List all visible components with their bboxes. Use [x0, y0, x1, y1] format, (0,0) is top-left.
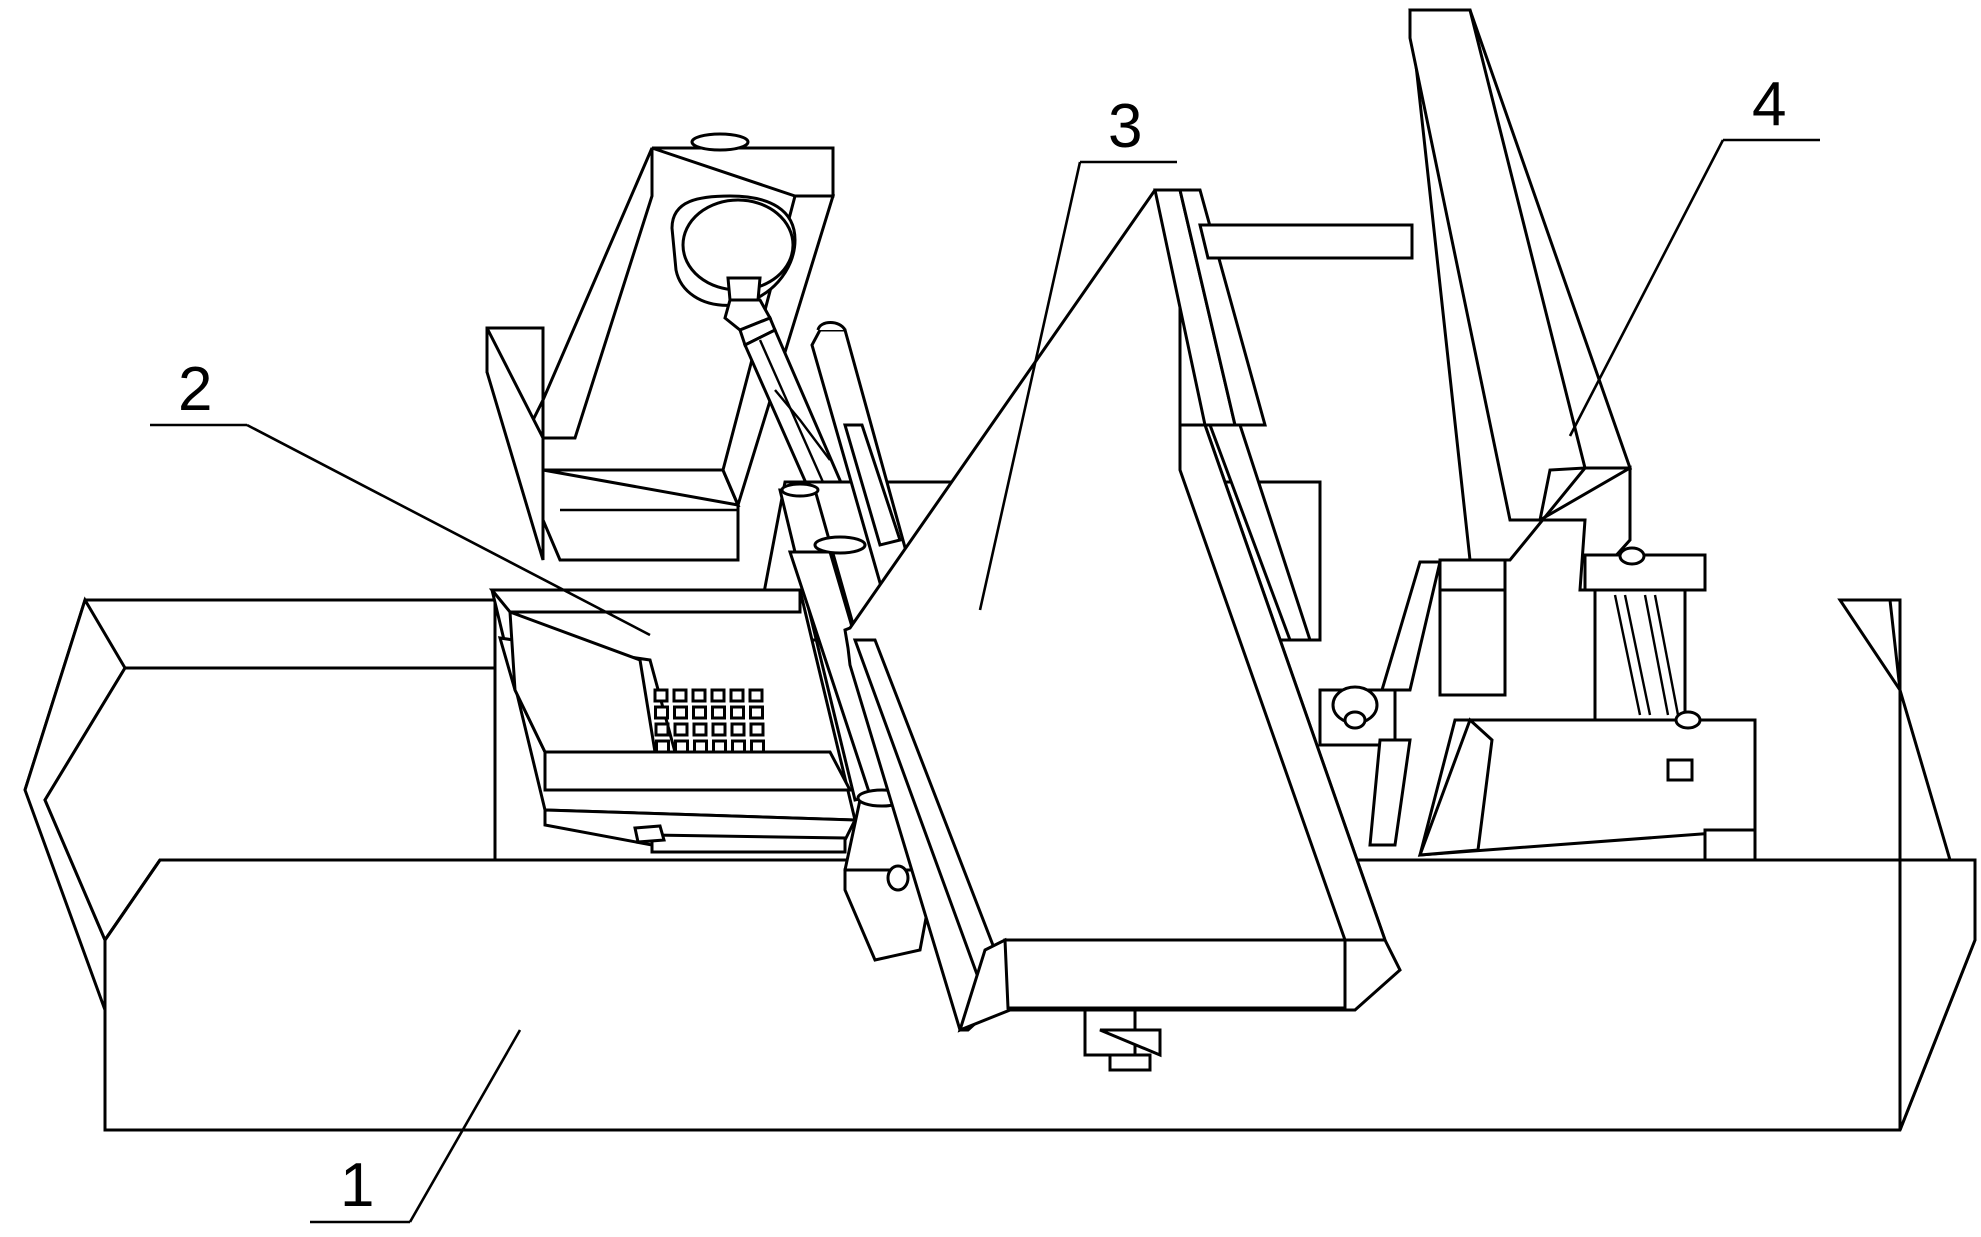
grid-hole	[748, 688, 764, 703]
grid-hole	[673, 705, 688, 720]
grid-hole	[711, 722, 727, 737]
grid-hole	[749, 705, 764, 720]
grid-hole	[693, 739, 708, 754]
grid-hole	[710, 688, 726, 703]
grid-hole	[655, 739, 670, 754]
grid-hole	[653, 688, 669, 703]
side-frame	[1318, 8, 1757, 862]
hopper	[488, 588, 858, 854]
label-1: 1	[340, 1151, 374, 1220]
grid-hole	[729, 688, 745, 703]
grid-hole	[749, 722, 765, 737]
grid-hole	[712, 739, 727, 754]
grid-hole	[730, 705, 745, 720]
part-labels: 2 3 4 1	[178, 70, 1786, 1220]
grid-hole	[692, 705, 707, 720]
label-4: 4	[1752, 70, 1786, 139]
grid-hole	[750, 739, 765, 754]
label-3: 3	[1108, 92, 1142, 161]
grid-hole	[674, 739, 689, 754]
chute	[843, 188, 1414, 1072]
label-2: 2	[178, 355, 212, 424]
grid-hole	[691, 688, 707, 703]
leader-lines	[150, 138, 1820, 1224]
hopper-grid	[653, 688, 765, 754]
grid-hole	[672, 688, 688, 703]
grid-hole	[654, 722, 670, 737]
grid-hole	[692, 722, 708, 737]
grid-hole	[673, 722, 689, 737]
grid-hole	[730, 722, 746, 737]
grid-hole	[654, 705, 669, 720]
grid-hole	[731, 739, 746, 754]
grid-hole	[711, 705, 726, 720]
